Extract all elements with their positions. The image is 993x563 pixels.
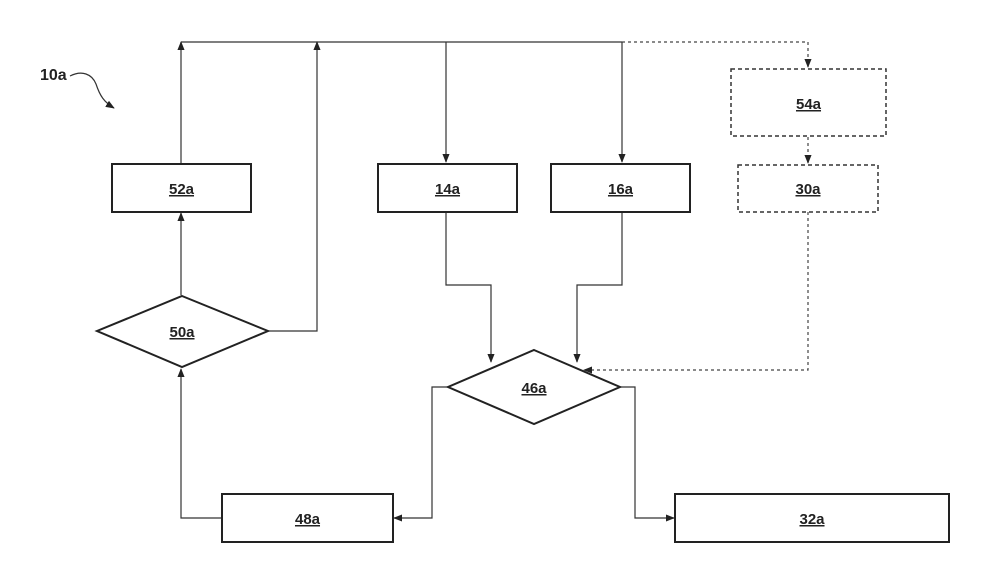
connector-46a-to-32a: [620, 387, 674, 518]
box-14a: 14a: [378, 164, 517, 212]
figure-reference-label: 10a: [40, 67, 67, 84]
connector-30a-to-46a: [584, 212, 808, 370]
box-16a: 16a: [551, 164, 690, 212]
svg-text:50a: 50a: [169, 324, 195, 341]
svg-text:52a: 52a: [169, 181, 195, 198]
connector-46a-to-48a: [394, 387, 448, 518]
svg-text:48a: 48a: [295, 511, 321, 528]
svg-text:16a: 16a: [608, 181, 634, 198]
connector-16a-to-46a: [577, 212, 622, 362]
svg-text:14a: 14a: [435, 181, 461, 198]
figure-reference-leader: [70, 73, 114, 108]
connector-48a-to-50a: [181, 369, 222, 518]
diamond-46a: 46a: [448, 350, 620, 424]
box-54a: 54a: [731, 69, 886, 136]
svg-text:46a: 46a: [521, 380, 547, 397]
connector-14a-to-46a: [446, 212, 491, 362]
box-52a: 52a: [112, 164, 251, 212]
box-48a: 48a: [222, 494, 393, 542]
diamond-50a: 50a: [97, 296, 268, 367]
svg-text:32a: 32a: [799, 511, 825, 528]
connector-50a-to-bus: [268, 42, 317, 331]
svg-text:30a: 30a: [795, 181, 821, 198]
box-30a: 30a: [738, 165, 878, 212]
box-32a: 32a: [675, 494, 949, 542]
svg-text:54a: 54a: [796, 96, 822, 113]
